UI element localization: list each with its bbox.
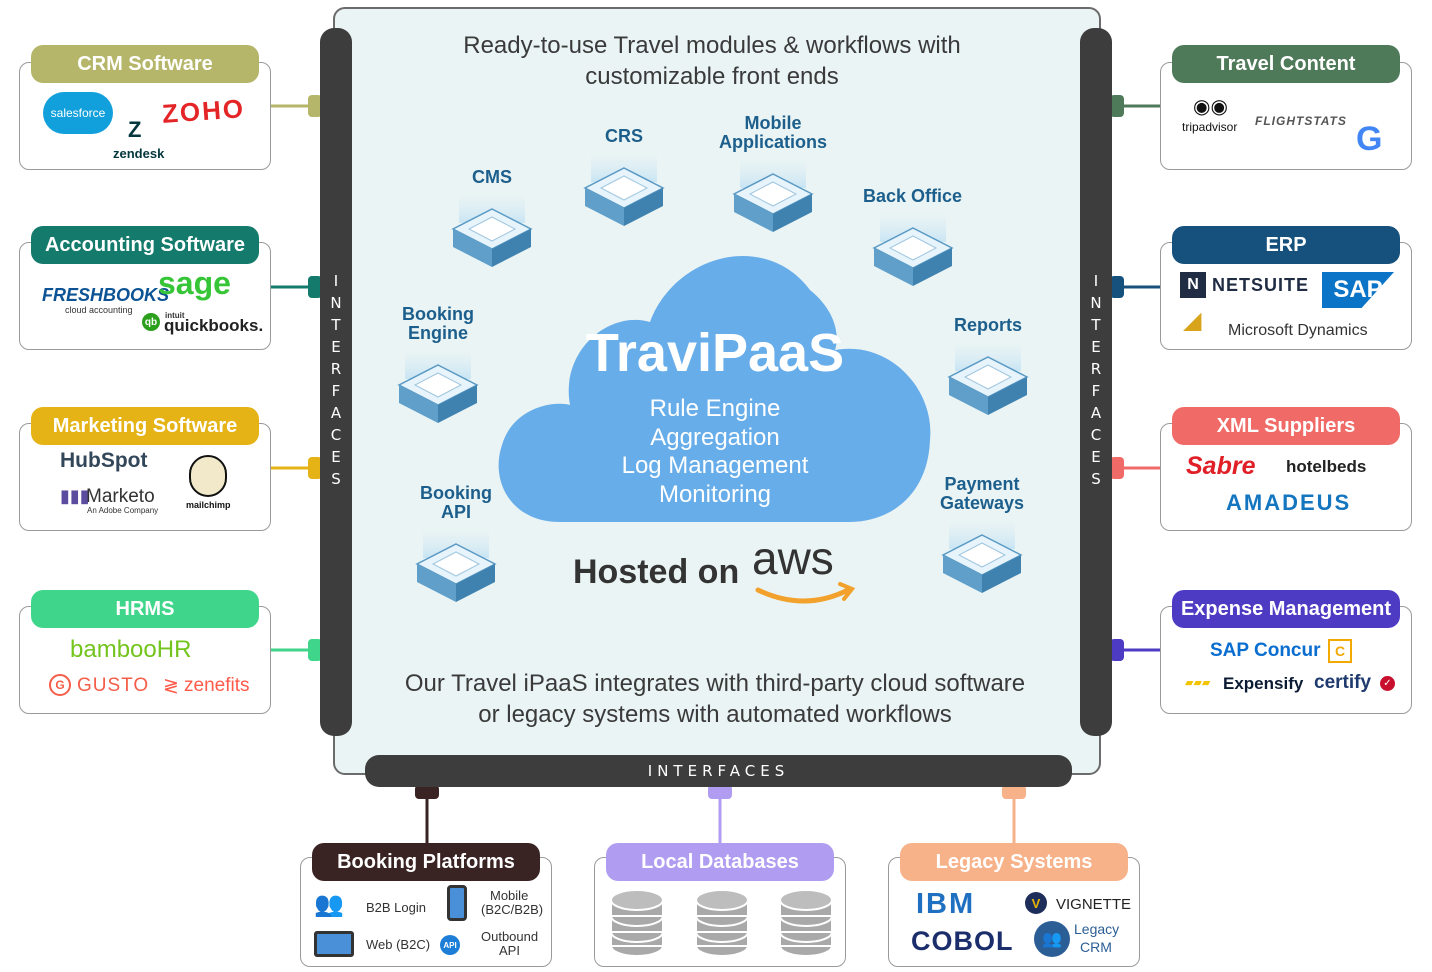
ibm-logo: IBM (916, 888, 976, 920)
flightstats-logo: FLIGHTSTATS (1255, 114, 1347, 128)
back-office-icon (872, 212, 954, 288)
mailchimp-icon (189, 455, 227, 497)
booking-platforms-title: Booking Platforms (312, 843, 540, 881)
hosted-on-label: Hosted on (573, 553, 740, 591)
zoho-logo: ZOHO (161, 93, 247, 129)
google-logo: G (1356, 120, 1383, 158)
salesforce-logo: salesforce (43, 92, 113, 134)
legacy-crm-icon: 👥 (1034, 921, 1070, 957)
marketo-logo: Marketo (86, 486, 155, 507)
svg-text:aws: aws (752, 532, 834, 584)
erp-title: ERP (1172, 226, 1400, 264)
local-databases-title: Local Databases (606, 843, 834, 881)
interfaces-bar-right: INTERFACES (1080, 28, 1112, 736)
outbound-label: Outbound (481, 929, 539, 944)
freshbooks-logo: FRESHBOOKS (42, 285, 170, 305)
netsuite-icon: N (1180, 272, 1206, 298)
hotelbeds-logo: hotelbeds (1286, 457, 1367, 476)
mobile-phone-icon (447, 885, 467, 921)
netsuite-logo: NETSUITE (1212, 275, 1310, 295)
interfaces-bar-bottom: INTERFACES (365, 755, 1072, 787)
xml-suppliers-title: XML Suppliers (1172, 407, 1400, 445)
booking-engine-icon (397, 349, 479, 425)
quickbooks-logo: quickbooks. (164, 316, 264, 335)
cloud-icon (498, 256, 931, 522)
crm-label: CRM (1080, 939, 1112, 955)
concur-icon: C (1328, 639, 1352, 663)
legacy-label: Legacy (1074, 921, 1120, 937)
cobol-logo: COBOL (911, 926, 1014, 956)
crs-icon (583, 152, 665, 228)
mobile-sub-label: (B2C/B2B) (481, 902, 544, 917)
outbound-api-label: API (499, 943, 520, 958)
accounting-software-title: Accounting Software (31, 226, 259, 264)
reports-icon (947, 341, 1029, 417)
database-icon (695, 889, 749, 957)
freshbooks-tagline: cloud accounting (65, 305, 133, 315)
crm-software-title: CRM Software (31, 45, 259, 83)
api-icon: API (440, 935, 460, 955)
module-mobile-applications: Mobile Applications (708, 114, 838, 239)
zenefits-logo: zenefits (184, 675, 250, 696)
web-b2c-label: Web (B2C) (366, 937, 431, 952)
gusto-logo: GUSTO (77, 675, 150, 696)
database-icon (779, 889, 833, 957)
sap-concur-logo: SAP Concur (1210, 640, 1321, 661)
mobile-applications-icon (732, 158, 814, 234)
marketo-icon: ▮▮▮ (60, 486, 90, 506)
module-crs: CRS (572, 127, 676, 233)
vignette-icon: V (1025, 892, 1047, 914)
mailchimp-logo: mailchimp (186, 500, 231, 510)
cms-icon (451, 193, 533, 269)
quickbooks-icon: qb (142, 313, 160, 331)
web-monitor-icon (314, 931, 354, 957)
vignette-logo: VIGNETTE (1056, 896, 1132, 913)
module-booking-engine: Booking Engine (388, 305, 488, 430)
certify-logo: certify (1314, 672, 1372, 693)
zendesk-icon: Z (128, 117, 142, 142)
bamboohr-logo: bambooHR (70, 636, 192, 663)
marketo-tagline: An Adobe Company (87, 506, 159, 515)
hrms-title: HRMS (31, 590, 259, 628)
mobile-label: Mobile (490, 888, 529, 903)
microsoft-dynamics-icon: ◢ (1183, 307, 1202, 334)
sage-logo: sage (158, 265, 231, 301)
booking-api-icon (415, 528, 497, 604)
module-reports: Reports (940, 316, 1036, 422)
microsoft-dynamics-logo: Microsoft Dynamics (1228, 322, 1368, 339)
intuit-label: intuit (165, 311, 185, 320)
travel-content-title: Travel Content (1172, 45, 1400, 83)
gusto-icon: G (49, 674, 71, 696)
zendesk-logo: zendesk (113, 146, 165, 161)
tripadvisor-logo: tripadvisor (1182, 120, 1238, 134)
module-back-office: Back Office (855, 187, 970, 293)
module-cms: CMS (440, 168, 544, 274)
amadeus-logo: amadeus (1226, 490, 1352, 515)
cloud-title: TraviPaaS (585, 323, 845, 383)
expense-management-title: Expense Management (1172, 590, 1400, 628)
module-payment-gateways: Payment Gateways (930, 475, 1034, 600)
tripadvisor-icon: ◉◉ (1193, 96, 1228, 118)
payment-gateways-icon (941, 519, 1023, 595)
zenefits-icon: ≷ (163, 676, 179, 697)
aws-logo: aws (752, 532, 856, 604)
sabre-logo: Sabre (1186, 452, 1256, 480)
b2b-login-label: B2B Login (366, 900, 426, 915)
cloud-feature-list: Rule Engine Aggregation Log Management M… (621, 395, 809, 508)
legacy-systems-title: Legacy Systems (900, 843, 1128, 881)
hubspot-logo: HubSpot (60, 449, 148, 472)
check-icon: ✓ (1380, 676, 1395, 691)
database-icons (610, 889, 833, 957)
b2b-login-icon: 👥 (314, 891, 344, 918)
integration-caption: Our Travel iPaaS integrates with third-p… (404, 670, 1026, 728)
modules-heading: Ready-to-use Travel modules & workflows … (463, 32, 961, 90)
marketing-software-title: Marketing Software (31, 407, 259, 445)
database-icon (610, 889, 664, 957)
expensify-logo: Expensify (1223, 674, 1304, 693)
expensify-icon: ▰▰▰ (1185, 677, 1211, 689)
interfaces-bar-left: INTERFACES (320, 28, 352, 736)
module-booking-api: Booking API (408, 484, 504, 609)
